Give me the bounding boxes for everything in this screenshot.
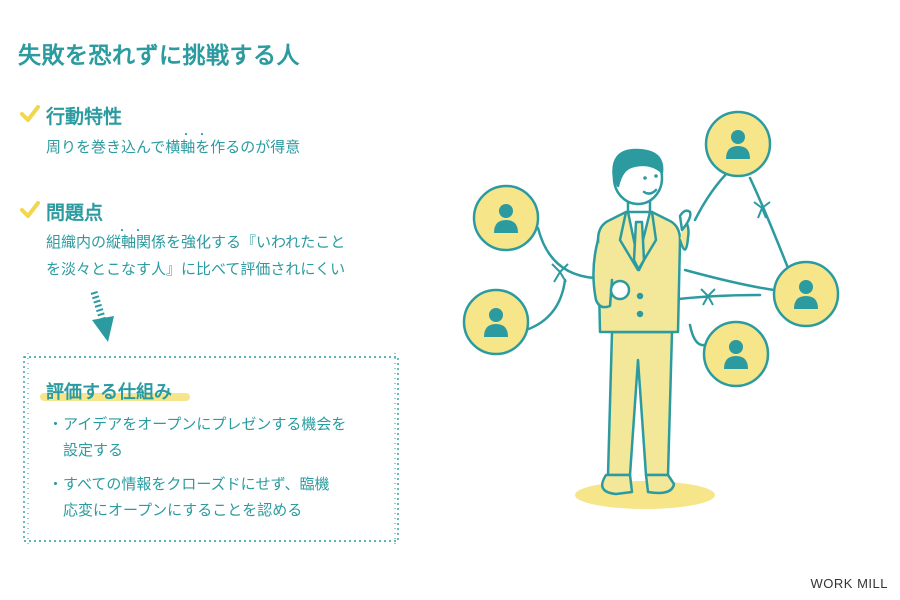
evaluation-item-2-line-2: 応変にオープンにすることを認める (63, 501, 303, 519)
traits-emphasis-dots: ・・ (181, 130, 213, 141)
bullet: ・ (48, 475, 64, 493)
string (524, 278, 567, 332)
evaluation-item-1-line-1: アイデアをオープンにプレゼンする機会を (63, 415, 347, 433)
illustration (462, 110, 840, 509)
arrow-down-icon (90, 290, 114, 342)
check-icon (20, 201, 40, 218)
person-icon (704, 110, 772, 178)
evaluation-item-2-line-1: すべての情報をクローズドにせず、臨機 (63, 475, 330, 493)
brand-logo: WORK MILL (810, 576, 888, 591)
heading-highlight (40, 393, 190, 401)
problems-emphasis-dots: ・・ (117, 226, 149, 237)
string (668, 293, 762, 302)
problems-heading: 問題点 (46, 202, 104, 224)
problems-line-2: を淡々とこなす人』に比べて評価されにくい (46, 260, 346, 278)
person-icon (462, 288, 530, 356)
string (693, 168, 732, 222)
string (748, 176, 790, 270)
person-icon (472, 184, 540, 252)
check-icon (20, 105, 40, 122)
person-icon (772, 260, 840, 328)
bullet: ・ (48, 415, 64, 433)
evaluation-item-1-line-2: 設定する (63, 441, 124, 459)
page-title: 失敗を恐れずに挑戦する人 (18, 43, 300, 69)
evaluation-heading: 評価する仕組み (46, 382, 172, 403)
traits-body: 周りを巻き込んで横軸を作るのが得意 (46, 138, 301, 156)
evaluation-box (23, 353, 399, 545)
string (683, 268, 776, 292)
person-icon (702, 320, 770, 388)
traits-heading: 行動特性 (46, 106, 123, 128)
problems-line-1: 組織内の縦軸関係を強化する『いわれたこと (46, 233, 346, 251)
